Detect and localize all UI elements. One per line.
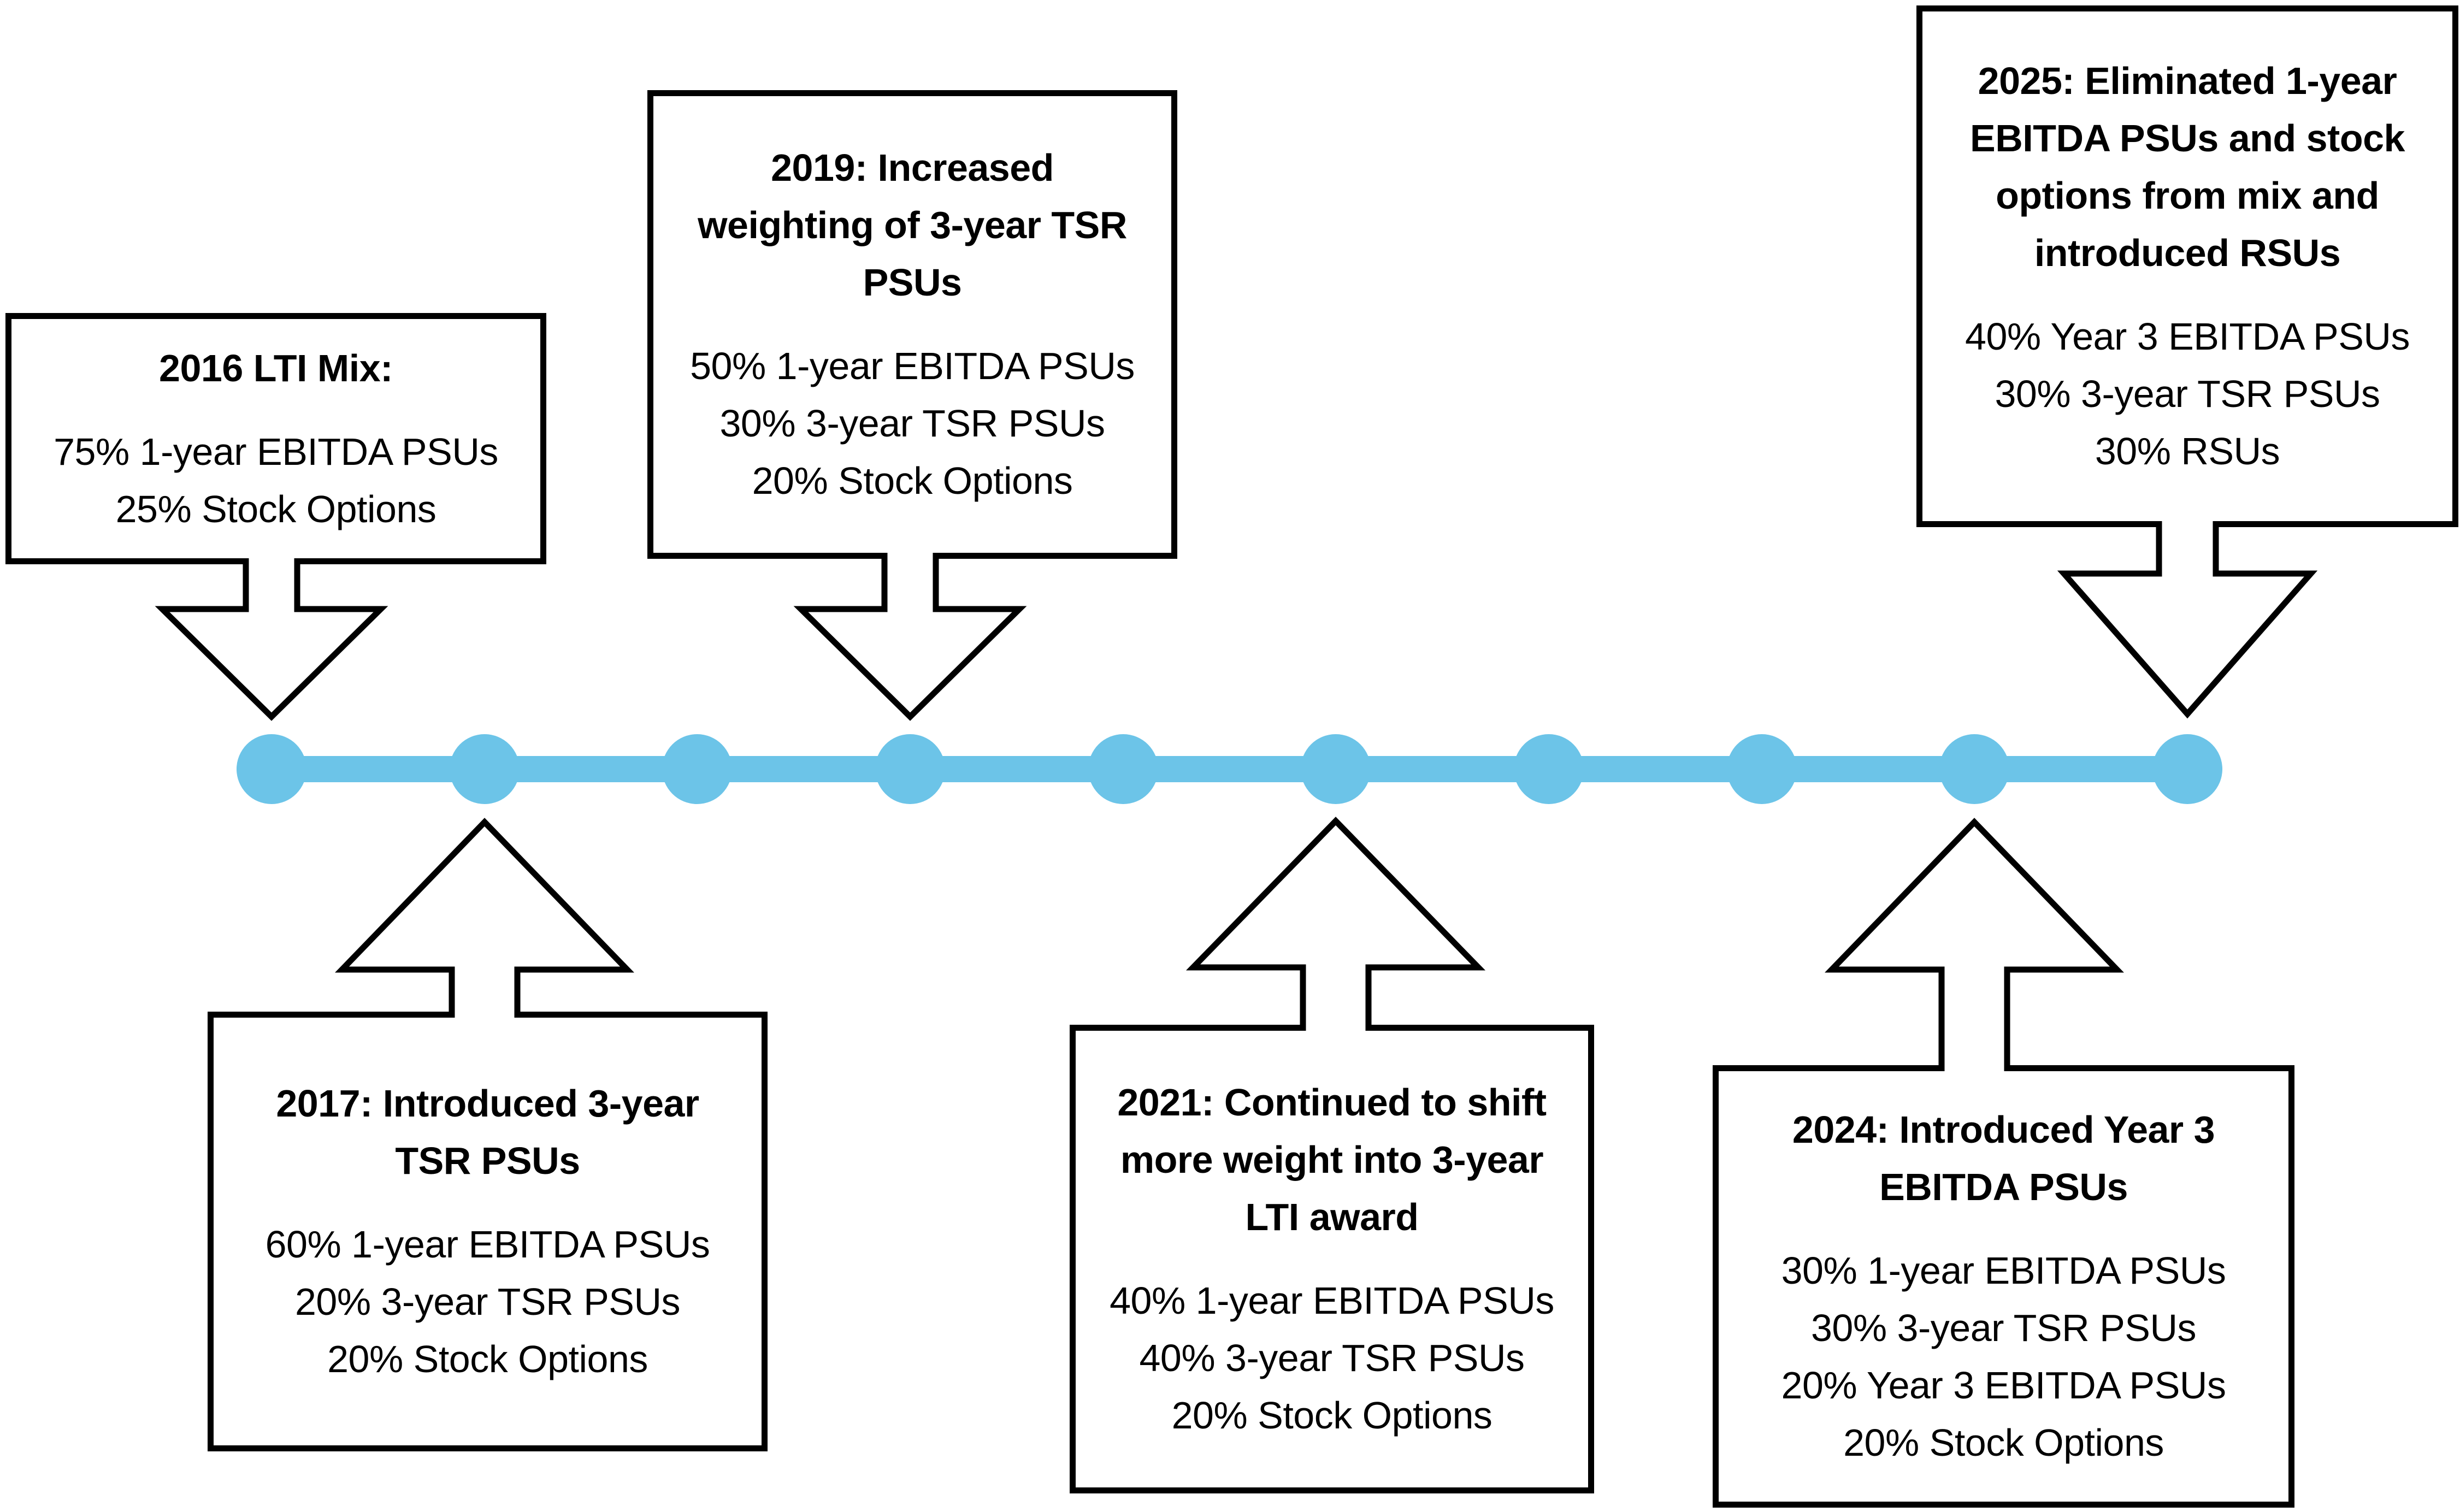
event-box-2025: 2025: Eliminated 1-year EBITDA PSUs and … [1916, 5, 2458, 527]
event-heading-2017: 2017: Introduced 3-year TSR PSUs [276, 1082, 699, 1182]
event-box-2024: 2024: Introduced Year 3 EBITDA PSUs 30% … [1713, 1065, 2294, 1508]
timeline-dot [1513, 734, 1584, 804]
event-heading-2019: 2019: Increased weighting of 3-year TSR … [698, 146, 1127, 304]
timeline-dot [1088, 734, 1158, 804]
event-heading-2016: 2016 LTI Mix: [159, 346, 393, 389]
timeline-dots [237, 734, 2222, 804]
event-heading-2024: 2024: Introduced Year 3 EBITDA PSUs [1792, 1108, 2215, 1208]
event-box-2019: 2019: Increased weighting of 3-year TSR … [647, 90, 1177, 559]
timeline-dot [1301, 734, 1371, 804]
timeline-dot [1939, 734, 2010, 804]
timeline-dot [449, 734, 520, 804]
arrow-2019-down-icon [793, 553, 1027, 721]
arrow-2016-down-icon [155, 558, 388, 721]
timeline-dot [1726, 734, 1797, 804]
timeline-line [237, 756, 2222, 782]
event-heading-2021: 2021: Continued to shift more weight int… [1117, 1081, 1547, 1238]
event-details-2021: 40% 1-year EBITDA PSUs 40% 3-year TSR PS… [1110, 1279, 1554, 1437]
event-box-2021: 2021: Continued to shift more weight int… [1070, 1025, 1594, 1493]
event-details-2024: 30% 1-year EBITDA PSUs 30% 3-year TSR PS… [1781, 1249, 2226, 1464]
event-box-2016: 2016 LTI Mix: 75% 1-year EBITDA PSUs 25%… [5, 313, 546, 564]
timeline-dot [875, 734, 945, 804]
event-details-2019: 50% 1-year EBITDA PSUs 30% 3-year TSR PS… [690, 345, 1135, 502]
arrow-2024-up-icon [1825, 818, 2124, 1071]
event-details-2017: 60% 1-year EBITDA PSUs 20% 3-year TSR PS… [265, 1223, 710, 1380]
timeline-dot [662, 734, 733, 804]
timeline-dot [2152, 734, 2222, 804]
event-box-2017: 2017: Introduced 3-year TSR PSUs 60% 1-y… [208, 1012, 768, 1451]
arrow-2017-up-icon [335, 818, 634, 1018]
event-details-2016: 75% 1-year EBITDA PSUs 25% Stock Options [54, 430, 498, 530]
event-heading-2025: 2025: Eliminated 1-year EBITDA PSUs and … [1970, 60, 2405, 274]
event-details-2025: 40% Year 3 EBITDA PSUs 30% 3-year TSR PS… [1965, 315, 2410, 472]
arrow-2021-up-icon [1185, 817, 1486, 1031]
timeline-dot [237, 734, 306, 804]
arrow-2025-down-icon [2057, 521, 2318, 719]
